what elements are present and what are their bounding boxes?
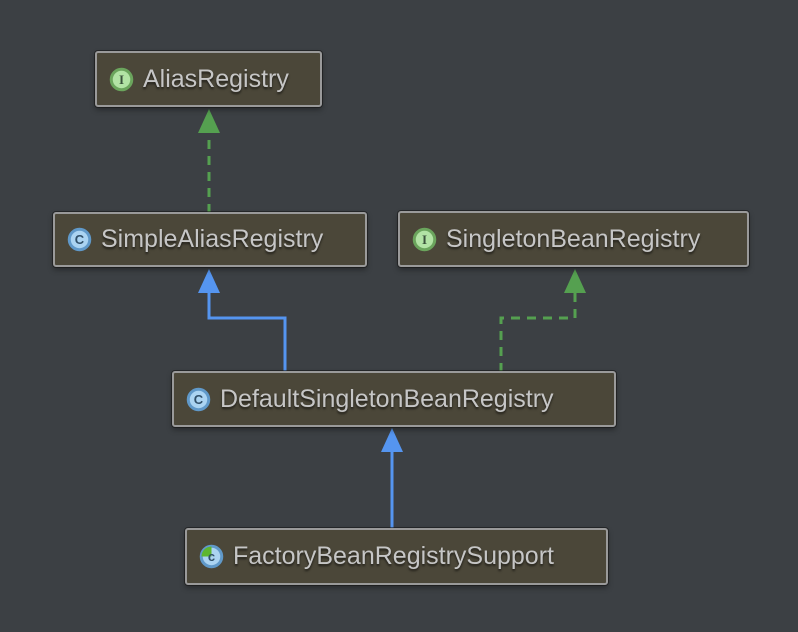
class-node-DefaultSingletonBeanRegistry[interactable]: C DefaultSingletonBeanRegistry bbox=[172, 371, 616, 427]
interface-icon: I bbox=[109, 67, 134, 91]
class-name-label: DefaultSingletonBeanRegistry bbox=[220, 384, 554, 413]
interface-icon: I bbox=[412, 227, 437, 251]
class-node-AliasRegistry[interactable]: I AliasRegistry bbox=[95, 51, 322, 107]
extends-arrowhead bbox=[198, 269, 220, 293]
class-node-SimpleAliasRegistry[interactable]: C SimpleAliasRegistry bbox=[53, 212, 367, 267]
implements-edge bbox=[499, 291, 577, 372]
class-icon: C bbox=[67, 227, 92, 252]
extends-arrowhead bbox=[381, 428, 403, 452]
extends-edge bbox=[207, 291, 287, 372]
implements-arrowhead bbox=[198, 109, 220, 133]
icon-letter: C bbox=[75, 232, 85, 247]
class-name-label: SingletonBeanRegistry bbox=[446, 224, 701, 253]
class-node-SingletonBeanRegistry[interactable]: I SingletonBeanRegistry bbox=[398, 211, 749, 267]
class-name-label: SimpleAliasRegistry bbox=[101, 225, 324, 253]
class-icon: C bbox=[186, 387, 211, 411]
implements-arrowhead bbox=[564, 269, 586, 293]
icon-letter: c bbox=[208, 549, 215, 564]
icon-letter: I bbox=[119, 72, 124, 87]
icon-letter: C bbox=[194, 392, 204, 407]
icon-letter: I bbox=[422, 232, 427, 247]
class-node-FactoryBeanRegistrySupport[interactable]: c FactoryBeanRegistrySupport bbox=[185, 528, 608, 585]
class-name-label: FactoryBeanRegistrySupport bbox=[233, 542, 554, 570]
class-name-label: AliasRegistry bbox=[143, 64, 289, 93]
abstract-class-icon: c bbox=[199, 544, 224, 569]
